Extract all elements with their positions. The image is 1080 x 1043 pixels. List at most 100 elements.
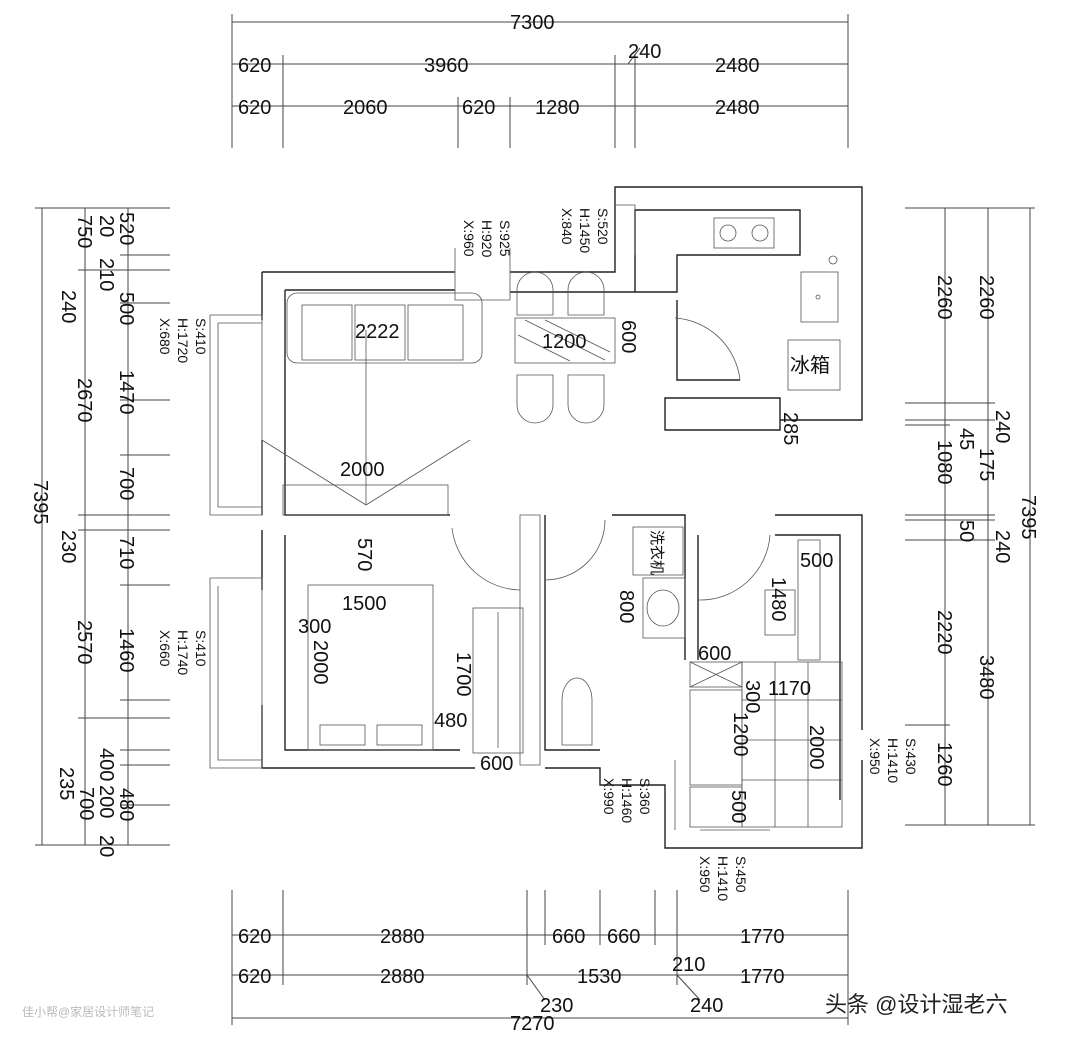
toilet: [561, 677, 593, 746]
dim-left-total: 7395: [29, 480, 51, 525]
window-label: X:660: [157, 630, 173, 667]
dim-right: 2260: [933, 275, 955, 320]
window-label: S:430: [903, 738, 919, 775]
dim-left: 1460: [115, 628, 137, 673]
dim-left: 2570: [73, 620, 95, 665]
dim-bottom: 620: [238, 926, 271, 948]
dim-right: 45: [955, 428, 977, 450]
dim-left: 210: [95, 258, 117, 291]
dim-top: 3960: [424, 55, 469, 77]
dim-top: 2060: [343, 97, 388, 119]
window-label: X:990: [601, 778, 617, 815]
window-label: H:1410: [885, 738, 901, 783]
window-label: H:1410: [715, 856, 731, 901]
walls: [209, 186, 863, 849]
window-label: S:410: [193, 318, 209, 355]
dim-left: 230: [57, 530, 79, 563]
dim-top: 240: [628, 41, 661, 63]
dim-right-total: 7395: [1017, 495, 1039, 540]
dim-right: 3480: [975, 655, 997, 700]
dim-bottom: 2880: [380, 926, 425, 948]
tv-cabinet: [261, 439, 471, 516]
dim-left: 750: [73, 215, 95, 248]
window-label: H:1720: [175, 318, 191, 363]
window-labels: S:410 H:1720 X:680 S:410 H:1740 X:660 S:…: [157, 208, 919, 901]
watermark: 头条 @设计湿老六: [825, 992, 1007, 1017]
dim-right: 1080: [933, 440, 955, 485]
right-dimensions: 2260 45 1080 50 2220 1260 2260 240 175 2…: [905, 207, 1039, 826]
dim-bottom: 620: [238, 966, 271, 988]
watermark-faint: 佳小帮@家居设计师笔记: [22, 1004, 154, 1019]
dim-kitchen-window: 285: [779, 412, 801, 445]
dim-left: 500: [115, 292, 137, 325]
dim-table-width: 1200: [542, 331, 587, 353]
dim-bottom: 1770: [740, 926, 785, 948]
dim-left: 240: [57, 290, 79, 323]
dim-tv: 2000: [340, 459, 385, 481]
window-label: H:920: [479, 220, 495, 258]
dim-wardrobe-length: 1700: [452, 652, 474, 697]
dim-bottom: 1770: [740, 966, 785, 988]
dim-right: 1260: [933, 742, 955, 787]
dim-left: 20: [95, 835, 117, 857]
dim-bed-width: 1500: [342, 593, 387, 615]
desk-chair: [764, 539, 821, 661]
dim-wardrobe-gap: 480: [434, 710, 467, 732]
dim-top: 1280: [535, 97, 580, 119]
dim-left: 710: [115, 536, 137, 569]
dim-bed-side: 300: [298, 616, 331, 638]
window-label: S:925: [497, 220, 513, 257]
dim-left: 520: [115, 212, 137, 245]
interior-dimensions: 2222 1200 600 285 2000 570 1500 300 2000…: [298, 320, 833, 823]
dim-top: 620: [238, 55, 271, 77]
dim-left: 480: [115, 788, 137, 821]
dim-tatami-length: 2000: [805, 725, 827, 770]
dim-left: 2670: [73, 378, 95, 423]
window-label: S:450: [733, 856, 749, 893]
wash-basin: [642, 577, 686, 639]
dim-sofa: 2222: [355, 321, 400, 343]
dim-bed-length: 2000: [309, 640, 331, 685]
dim-top: 620: [238, 97, 271, 119]
window-label: S:410: [193, 630, 209, 667]
stove: [713, 217, 775, 249]
dim-bottom: 1530: [577, 966, 622, 988]
dim-desk-depth: 500: [800, 550, 833, 572]
dim-left: 700: [115, 467, 137, 500]
window-label: X:960: [461, 220, 477, 257]
window-label: S:360: [637, 778, 653, 815]
kitchen-sink: [800, 255, 839, 323]
dim-right: 175: [975, 448, 997, 481]
dim-closet-a: 300: [741, 680, 763, 713]
dim-bottom: 2880: [380, 966, 425, 988]
dim-closet-b: 1200: [729, 712, 751, 757]
window-label: S:520: [595, 208, 611, 245]
left-dimensions: 7395 750 240 2670 230 2570 235 520 20 21…: [29, 207, 170, 857]
window-label: X:680: [157, 318, 173, 355]
window-label: X:950: [867, 738, 883, 775]
dim-left: 700: [75, 787, 97, 820]
dim-basin: 800: [615, 590, 637, 623]
dim-top: 620: [462, 97, 495, 119]
dim-top: 2480: [715, 55, 760, 77]
dim-bottom: 660: [552, 926, 585, 948]
top-dimensions: 7300 620 3960 240 2480 620 2060 620 1280…: [231, 12, 849, 148]
washing-machine: [632, 526, 684, 576]
dim-left: 400: [95, 748, 117, 781]
dim-closet-width: 600: [698, 643, 731, 665]
dining-set: [514, 271, 616, 424]
dim-closet-c: 500: [727, 790, 749, 823]
fridge-label: 冰箱: [790, 354, 830, 377]
dim-bottom: 240: [690, 995, 723, 1017]
dim-top: 2480: [715, 97, 760, 119]
window-label: X:950: [697, 856, 713, 893]
bottom-dimensions: 620 2880 660 660 1770 620 2880 1530 210 …: [231, 890, 849, 1035]
dim-left: 20: [95, 215, 117, 237]
wardrobe: [472, 607, 524, 754]
dim-tatami-width: 1170: [768, 678, 811, 700]
tatami: [689, 661, 843, 828]
window-label: X:840: [559, 208, 575, 245]
dim-bottom: 230: [540, 995, 573, 1017]
dim-right: 50: [955, 520, 977, 542]
